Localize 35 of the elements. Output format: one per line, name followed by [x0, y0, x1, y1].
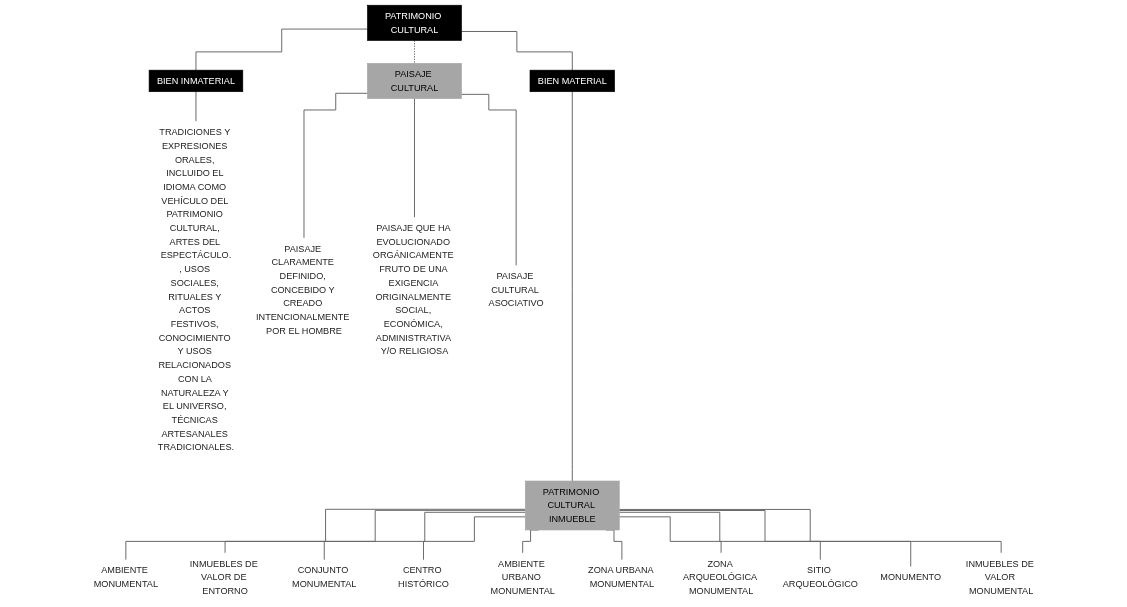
- connector: [461, 93, 517, 266]
- connector: [423, 516, 526, 561]
- connector: [461, 31, 573, 71]
- node-text: PAISAJE QUE HA EVOLUCIONADO ORGÁNICAMENTE FRUTO DE UNA EXIGENCIA ORIGINALMENTE SOCIAL, ECONÓMICA, ADMINISTRATIVA Y/O RELIGIOSA: [372, 222, 454, 357]
- node-text: PAISAJE CLARAMENTE DEFINIDO, CONCEBIDO Y CREADO INTENCIONALMENTE POR EL HOMBRE: [256, 243, 350, 336]
- connector: [571, 91, 573, 482]
- node-box: BIEN MATERIAL: [529, 69, 615, 93]
- connector: [195, 91, 197, 122]
- node-text: INMUEBLES DE VALOR DE ENTORNO: [189, 558, 258, 596]
- node-text: SITIO ARQUEOLÓGICO: [782, 564, 858, 590]
- node-text: TRADICIONES Y EXPRESIONES ORALES, INCLUIDO EL IDIOMA COMO VEHÍCULO DEL PATRIMONIO CULTURAL, ARTES DEL ESPECTÁCULO. , USOS SOCIALES, RITUALES Y ACTOS FESTIVOS, CONOCIMIENTO Y USOS RELACIONADOS CON LA NATURALEZA Y EL UNIVERSO, TÉCNICAS ARTESANALES TRADICIONALES.: [157, 126, 235, 453]
- node-text: AMBIENTE URBANO MONUMENTAL: [490, 558, 555, 596]
- node-text: PAISAJE CULTURAL ASOCIATIVO: [488, 270, 544, 309]
- node-text: MONUMENTO: [880, 571, 942, 583]
- connector: [195, 28, 368, 71]
- node-text: CENTRO HISTÓRICO: [398, 564, 449, 590]
- connector: [323, 511, 526, 561]
- node-box: PATRIMONIO CULTURAL INMUEBLE: [524, 480, 620, 531]
- node-text: CONJUNTO MONUMENTAL: [292, 564, 357, 590]
- node-box: PATRIMONIO CULTURAL: [367, 4, 462, 41]
- connector: [414, 98, 415, 218]
- connector: [618, 508, 1002, 554]
- node-text: ZONA ARQUEOLÓGICA MONUMENTAL: [683, 558, 757, 596]
- connector: [303, 92, 368, 239]
- node-text: INMUEBLES DE VALOR MONUMENTAL: [965, 558, 1034, 596]
- node-box: PAISAJE CULTURAL: [367, 63, 462, 99]
- node-text: ZONA URBANA MONUMENTAL: [588, 564, 655, 590]
- connector: [414, 40, 415, 64]
- connector: [224, 509, 526, 554]
- connector: [125, 508, 526, 561]
- connector: [618, 511, 821, 561]
- node-text: AMBIENTE MONUMENTAL: [93, 564, 158, 590]
- connector: [618, 510, 912, 567]
- connector: [618, 516, 722, 554]
- node-box: BIEN INMATERIAL: [148, 69, 244, 93]
